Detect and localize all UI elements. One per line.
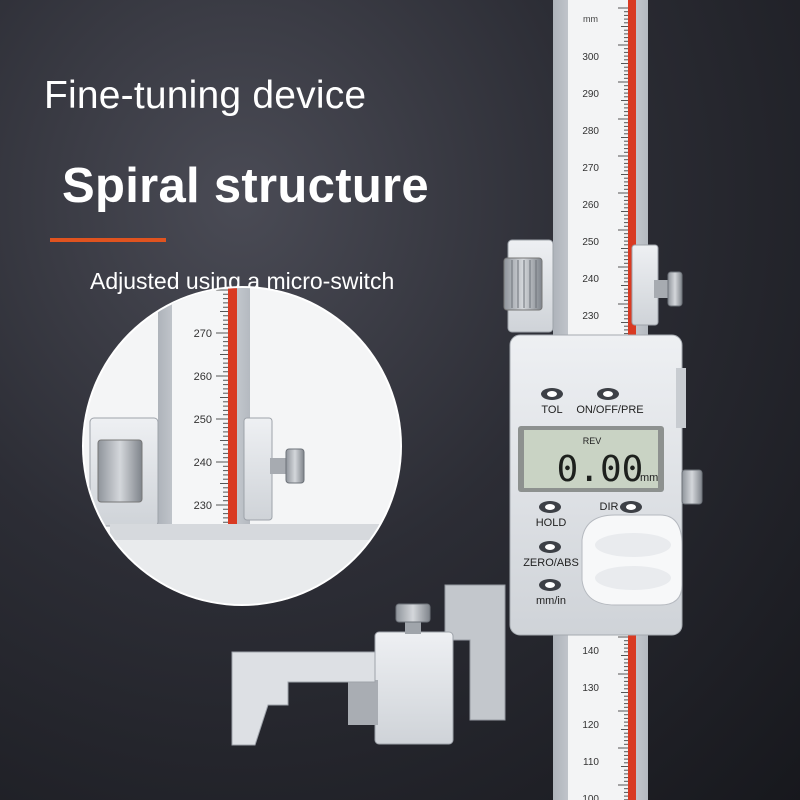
scale-label: 110 (583, 757, 599, 768)
scale-label: 260 (582, 200, 599, 211)
scriber-arm (231, 584, 506, 746)
headline: Fine-tuning device (44, 74, 367, 117)
lcd-screen (524, 430, 658, 488)
zoom-detail-circle: 270 260 250 240 230 (82, 286, 402, 606)
power-button-label: ON/OFF/PRE (576, 404, 643, 416)
scale-label: 300 (582, 52, 599, 63)
tol-button-label: TOL (541, 404, 562, 416)
lcd-indicator: REV (583, 436, 602, 446)
scale-label: 290 (582, 89, 599, 100)
digital-readout: TOL ON/OFF/PRE REV 0.00 mm HOLD DIR ZERO… (509, 334, 703, 636)
fine-tuning-clamp (503, 239, 683, 333)
scale-unit: mm (583, 14, 598, 24)
unit-button-label: mm/in (536, 595, 566, 607)
lcd-reading: 0.00 (557, 449, 644, 490)
scale-label: 130 (582, 683, 599, 694)
scale-label: 250 (582, 237, 599, 248)
title: Spiral structure (62, 159, 429, 213)
scale-label: 120 (582, 720, 599, 731)
scale-label: 270 (582, 163, 599, 174)
dir-button-label: DIR (600, 501, 619, 513)
zoom-scale-label: 270 (194, 328, 212, 340)
zoom-scale-label: 240 (194, 457, 212, 469)
zoom-scale-label: 250 (194, 414, 212, 426)
zoom-scale-label: 230 (194, 500, 212, 512)
hold-button-label: HOLD (536, 517, 567, 529)
zero-button-label: ZERO/ABS (523, 557, 579, 569)
scale-label: 140 (582, 646, 599, 657)
lcd-unit: mm (640, 472, 658, 484)
scale-label: 230 (582, 311, 599, 322)
scale-label: 280 (582, 126, 599, 137)
zoom-scale-label: 260 (194, 371, 212, 383)
scale-label: 100 (582, 794, 599, 800)
accent-bar (50, 238, 166, 242)
scale-label: 240 (582, 274, 599, 285)
thumb-grip (581, 514, 683, 606)
